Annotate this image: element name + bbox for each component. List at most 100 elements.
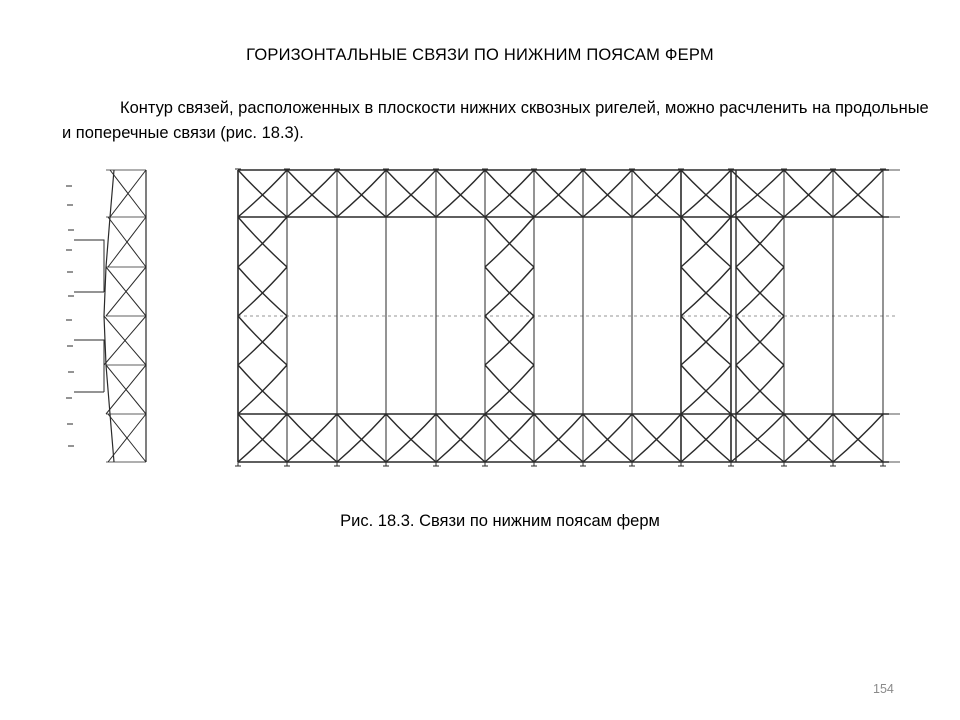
- cross-brace-diagonal: [484, 413, 535, 463]
- cross-brace-diagonal: [237, 364, 288, 415]
- cross-brace-diagonal: [484, 266, 535, 317]
- cross-brace-diagonal: [286, 413, 338, 463]
- cross-brace-diagonal: [832, 413, 884, 463]
- cross-brace-diagonal: [680, 413, 732, 463]
- elevation-bracket: [74, 239, 105, 393]
- elevation-diagonal: [103, 315, 147, 366]
- cross-brace-diagonal: [533, 413, 584, 463]
- cross-brace-diagonal: [286, 413, 338, 463]
- cross-brace-diagonal: [533, 169, 584, 218]
- cross-brace-diagonal: [735, 216, 785, 268]
- body-paragraph-text: Контур связей, расположенных в плоскости…: [62, 99, 929, 142]
- cross-brace-diagonal: [237, 364, 288, 415]
- cross-brace-diagonal: [336, 413, 387, 463]
- cross-brace-diagonal: [631, 169, 682, 218]
- cross-brace-diagonal: [735, 315, 785, 366]
- cross-brace-diagonal: [484, 216, 535, 268]
- cross-brace-diagonal: [680, 169, 732, 218]
- cross-brace-diagonal: [385, 413, 437, 463]
- cross-brace-diagonal: [237, 315, 288, 366]
- side-elevation-drawing: [66, 169, 147, 463]
- cross-brace-diagonal: [385, 413, 437, 463]
- cross-brace-diagonal: [237, 266, 288, 317]
- cross-brace-diagonal: [484, 364, 535, 415]
- cross-brace-diagonal: [484, 266, 535, 317]
- cross-brace-diagonal: [484, 315, 535, 366]
- cross-brace-diagonal: [385, 169, 437, 218]
- cross-brace-diagonal: [730, 413, 785, 463]
- cross-brace-diagonal: [680, 364, 732, 415]
- cross-brace-diagonal: [735, 364, 785, 415]
- cross-brace-diagonal: [484, 216, 535, 268]
- page-number: 154: [873, 682, 894, 696]
- cross-brace-diagonal: [832, 169, 884, 218]
- cross-brace-diagonal: [735, 315, 785, 366]
- cross-brace-diagonal: [783, 413, 834, 463]
- elevation-diagonal: [105, 364, 147, 415]
- cross-brace-diagonal: [735, 364, 785, 415]
- cross-brace-diagonal: [735, 266, 785, 317]
- cross-brace-diagonal: [832, 169, 884, 218]
- elevation-diagonal: [109, 169, 147, 218]
- figure-caption: Рис. 18.3. Связи по нижним поясам ферм: [340, 512, 660, 530]
- cross-brace-diagonal: [484, 413, 535, 463]
- elevation-chord: [103, 169, 115, 463]
- cross-brace-diagonal: [533, 169, 584, 218]
- cross-brace-diagonal: [237, 315, 288, 366]
- cross-brace-diagonal: [484, 169, 535, 218]
- cross-brace-diagonal: [582, 413, 633, 463]
- elevation-diagonal: [109, 169, 147, 218]
- elevation-diagonal: [103, 315, 147, 366]
- cross-brace-diagonal: [237, 169, 288, 218]
- cross-brace-diagonal: [582, 169, 633, 218]
- cross-brace-diagonal: [533, 413, 584, 463]
- slide-title: ГОРИЗОНТАЛЬНЫЕ СВЯЗИ ПО НИЖНИМ ПОЯСАМ ФЕ…: [246, 46, 714, 64]
- elevation-diagonal: [107, 216, 147, 268]
- cross-brace-diagonal: [237, 413, 288, 463]
- cross-brace-diagonal: [730, 413, 785, 463]
- cross-brace-diagonal: [385, 169, 437, 218]
- elevation-diagonal: [105, 364, 147, 415]
- cross-brace-diagonal: [435, 169, 486, 218]
- cross-brace-diagonal: [631, 413, 682, 463]
- cross-brace-diagonal: [237, 413, 288, 463]
- bracing-plan: [235, 168, 900, 467]
- cross-brace-diagonal: [435, 169, 486, 218]
- cross-brace-diagonal: [435, 413, 486, 463]
- elevation-diagonal: [105, 266, 147, 317]
- cross-brace-diagonal: [783, 169, 834, 218]
- cross-brace-diagonal: [735, 266, 785, 317]
- elevation-diagonal: [107, 216, 147, 268]
- cross-brace-diagonal: [680, 315, 732, 366]
- cross-brace-diagonal: [237, 216, 288, 268]
- cross-brace-diagonal: [730, 169, 785, 218]
- cross-brace-diagonal: [680, 364, 732, 415]
- cross-brace-diagonal: [484, 315, 535, 366]
- cross-brace-diagonal: [484, 169, 535, 218]
- cross-brace-diagonal: [735, 216, 785, 268]
- body-paragraph: Контур связей, расположенных в плоскости…: [62, 96, 942, 146]
- cross-brace-diagonal: [237, 216, 288, 268]
- cross-brace-diagonal: [783, 169, 834, 218]
- cross-brace-diagonal: [237, 169, 288, 218]
- elevation-diagonal: [107, 413, 147, 463]
- cross-brace-diagonal: [582, 413, 633, 463]
- elevation-diagonal: [107, 413, 147, 463]
- cross-brace-diagonal: [680, 266, 732, 317]
- cross-brace-diagonal: [680, 216, 732, 268]
- cross-brace-diagonal: [582, 169, 633, 218]
- cross-brace-diagonal: [832, 413, 884, 463]
- cross-brace-diagonal: [336, 169, 387, 218]
- cross-brace-diagonal: [631, 169, 682, 218]
- cross-brace-diagonal: [286, 169, 338, 218]
- cross-brace-diagonal: [680, 413, 732, 463]
- cross-brace-diagonal: [680, 169, 732, 218]
- cross-brace-diagonal: [336, 169, 387, 218]
- cross-brace-diagonal: [484, 364, 535, 415]
- cross-brace-diagonal: [631, 413, 682, 463]
- cross-brace-diagonal: [237, 266, 288, 317]
- cross-brace-diagonal: [435, 413, 486, 463]
- elevation-diagonal: [105, 266, 147, 317]
- cross-brace-diagonal: [680, 315, 732, 366]
- cross-brace-diagonal: [336, 413, 387, 463]
